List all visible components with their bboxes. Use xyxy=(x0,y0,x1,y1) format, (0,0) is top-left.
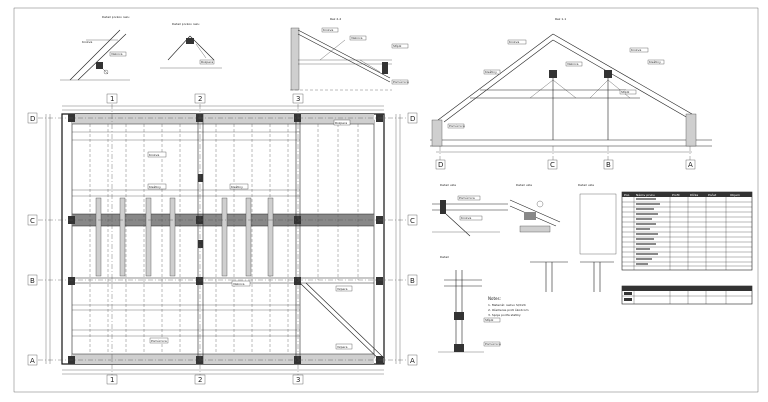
note-3: 3. Spoje podľa statiky xyxy=(488,313,521,317)
axis-row-right-d: D xyxy=(410,115,415,123)
detail-block-a: Detail uzla Pomúrnica Krokva xyxy=(432,183,508,237)
sec-axis-a: A xyxy=(688,161,693,169)
section-2-2: Rez 2-2 Krokva Väznica Stĺpik Pomúrnica xyxy=(290,17,409,91)
detail-c-title: Detail uzla xyxy=(578,183,594,187)
detail-block-d: Detail Stĺpik Pomúrnica xyxy=(438,255,501,353)
callout-f: Stĺpik xyxy=(393,43,402,48)
roof-plan: Krokva Kleštiny Kleštiny Väznica Pomúrni… xyxy=(61,113,385,365)
detail-b-title: Detail uzla xyxy=(516,183,532,187)
collar-ties xyxy=(95,197,274,277)
sheet-frame xyxy=(13,7,759,393)
legend-table-small xyxy=(621,285,753,305)
section-21-title: Rez 2-2 xyxy=(330,17,341,21)
sec-axis-b: B xyxy=(606,161,611,169)
detail-a-callout-2: Krokva xyxy=(461,216,471,220)
detail-d-title: Detail xyxy=(440,255,449,259)
detail-block-e xyxy=(530,261,614,292)
detail-a-callout-1: Pomúrnica xyxy=(459,196,475,200)
sec-callout-6: Stĺpik xyxy=(621,89,630,94)
note-1: 1. Materiál: rezivo SI/C24 xyxy=(488,303,526,307)
callout-a: Väznica xyxy=(111,52,123,56)
rafters xyxy=(89,124,359,354)
legend-h-length: Dĺžka xyxy=(690,192,698,197)
axis-col-bot-1: 1 xyxy=(110,376,114,384)
plan-callout-8: Vzpera xyxy=(337,345,348,349)
sec-callout-4: Kleštiny xyxy=(649,60,661,64)
plan-callout-5: Pomúrnica xyxy=(151,339,167,343)
axis-row-right-b: B xyxy=(410,277,415,285)
sec-callout-3: Väznica xyxy=(567,62,579,66)
detail-left: Detail prvkov rezu Väznica Krokva xyxy=(60,15,130,81)
plan-callout-6: Vzpera xyxy=(337,287,348,291)
axis-col-bot-3: 3 xyxy=(296,376,300,384)
legend-h-name: Názov prvku xyxy=(636,193,655,197)
notes-title: Notes: xyxy=(488,296,501,301)
legend-header: Poz. Názov prvku Profil Dĺžka Počet Obje… xyxy=(624,192,740,197)
section-1-1: Rez 1-1 D C xyxy=(430,17,712,170)
plan-callout-3: Kleštiny xyxy=(231,185,243,189)
legend-table: Poz. Názov prvku Profil Dĺžka Počet Obje… xyxy=(621,191,753,271)
sec-callout-2: Krokva xyxy=(631,48,641,52)
grid-axes-rows: D C B A D C B A xyxy=(27,112,418,366)
legend-h-pos: Poz. xyxy=(624,193,630,197)
note-2: 2. Ošetrenie proti škodcom xyxy=(488,308,529,312)
plan-callout-2: Kleštiny xyxy=(149,185,161,189)
detail-d-callout-1: Stĺpik xyxy=(485,317,494,322)
callout-d: Krokva xyxy=(323,28,333,32)
detail-mid-title: Detail prvkov rezu xyxy=(172,22,199,26)
notes-block: Notes: 1. Materiál: rezivo SI/C24 2. Oše… xyxy=(488,296,529,317)
plan-callout-7: Rozpera xyxy=(335,121,347,125)
axis-col-top-2: 2 xyxy=(198,95,202,103)
sec-callout-1: Krokva xyxy=(509,40,519,44)
callout-g: Pomúrnica xyxy=(393,80,409,84)
axis-col-top-1: 1 xyxy=(110,95,114,103)
axis-row-right-a: A xyxy=(410,357,415,365)
plan-callout-4: Väznica xyxy=(233,282,245,286)
sec-callout-7: Pomúrnica xyxy=(449,124,465,128)
legend-h-volume: Objem xyxy=(730,193,740,197)
legend-h-profile: Profil xyxy=(672,193,680,197)
plan-callout-1: Krokva xyxy=(149,153,159,157)
detail-left-title: Detail prvkov rezu xyxy=(102,15,129,19)
callout-b: Krokva xyxy=(82,40,92,44)
axis-row-right-c: C xyxy=(410,217,415,225)
callout-c: Rozpera xyxy=(201,60,213,64)
axis-row-left-c: C xyxy=(30,217,35,225)
grid-axes-cols: 1 2 3 1 2 3 xyxy=(106,93,304,385)
detail-block-b: Detail uzla xyxy=(509,183,561,233)
callout-e: Väznica xyxy=(351,36,363,40)
detail-mid: Detail prvkov rezu Rozpera xyxy=(160,22,222,69)
sec-callout-5: Kleštiny xyxy=(485,70,497,74)
axis-row-left-b: B xyxy=(30,277,35,285)
sec-axis-c: C xyxy=(550,161,555,169)
detail-block-c: Detail uzla xyxy=(578,183,617,255)
axis-row-left-a: A xyxy=(30,357,35,365)
section-11-title: Rez 1-1 xyxy=(555,17,566,21)
legend-cell-marks xyxy=(636,198,660,265)
axis-col-top-3: 3 xyxy=(296,95,300,103)
axis-col-bot-2: 2 xyxy=(198,376,202,384)
axis-row-left-d: D xyxy=(30,115,35,123)
dimension-chains xyxy=(45,105,401,375)
detail-d-callout-2: Pomúrnica xyxy=(485,342,501,346)
legend-h-count: Počet xyxy=(708,193,717,197)
sec-axis-d: D xyxy=(438,161,443,169)
detail-a-title: Detail uzla xyxy=(440,183,456,187)
